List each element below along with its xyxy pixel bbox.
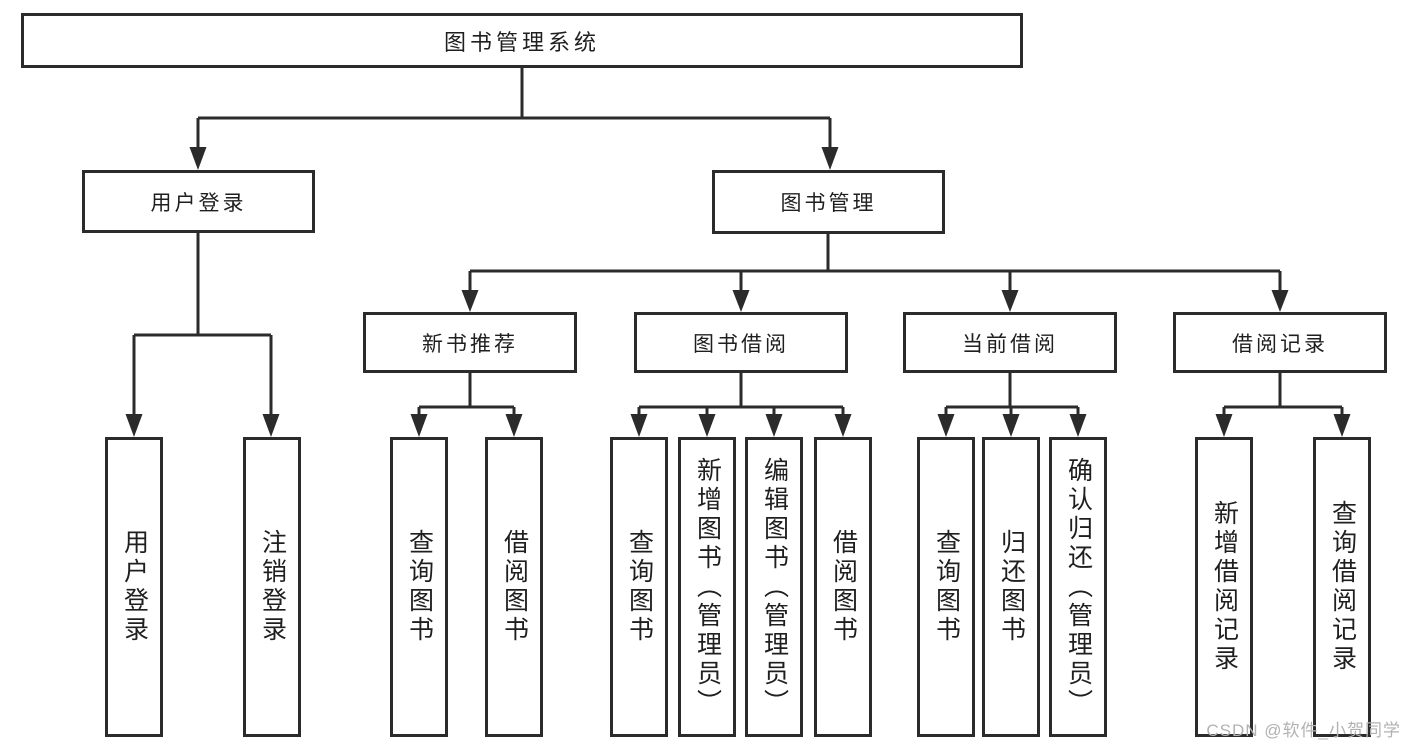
node-current-borrowing: 当前借阅 [903, 312, 1117, 373]
leaf-query-borrow-record: 查询借阅记录 [1313, 437, 1371, 737]
leaf-add-books-admin: 新增图书（管理员） [678, 437, 736, 737]
node-book-management: 图书管理 [712, 170, 945, 234]
leaf-label: 借阅图书 [829, 529, 858, 645]
node-user-login: 用户登录 [82, 170, 315, 233]
leaf-label: 新增图书（管理员） [693, 456, 722, 718]
leaf-label: 用户登录 [120, 529, 149, 645]
leaf-confirm-return-admin: 确认归还（管理员） [1049, 437, 1107, 737]
leaf-query-books-borrowing: 查询图书 [610, 437, 668, 737]
leaf-label: 编辑图书（管理员） [760, 456, 789, 718]
node-borrowing-records: 借阅记录 [1173, 312, 1387, 373]
node-library-management-system: 图书管理系统 [21, 13, 1023, 68]
leaf-label: 借阅图书 [500, 529, 529, 645]
leaf-label: 注销登录 [258, 529, 287, 645]
leaf-label: 确认归还（管理员） [1064, 456, 1093, 718]
leaf-label: 查询借阅记录 [1328, 500, 1357, 674]
node-new-book-recommendation: 新书推荐 [363, 312, 577, 373]
leaf-edit-books-admin: 编辑图书（管理员） [745, 437, 803, 737]
leaf-logout: 注销登录 [243, 437, 301, 737]
node-book-borrowing: 图书借阅 [634, 312, 848, 373]
leaf-label: 查询图书 [405, 529, 434, 645]
leaf-label: 归还图书 [997, 529, 1026, 645]
leaf-return-books: 归还图书 [982, 437, 1040, 737]
leaf-label: 查询图书 [932, 529, 961, 645]
leaf-user-login: 用户登录 [105, 437, 163, 737]
leaf-borrow-books-borrowing: 借阅图书 [814, 437, 872, 737]
leaf-query-books-recommend: 查询图书 [390, 437, 448, 737]
leaf-query-books-current: 查询图书 [917, 437, 975, 737]
leaf-borrow-books-recommend: 借阅图书 [485, 437, 543, 737]
leaf-label: 查询图书 [625, 529, 654, 645]
watermark-text: CSDN @软件_小贺同学 [1206, 721, 1401, 740]
leaf-label: 新增借阅记录 [1210, 500, 1239, 674]
leaf-add-borrow-record: 新增借阅记录 [1195, 437, 1253, 737]
